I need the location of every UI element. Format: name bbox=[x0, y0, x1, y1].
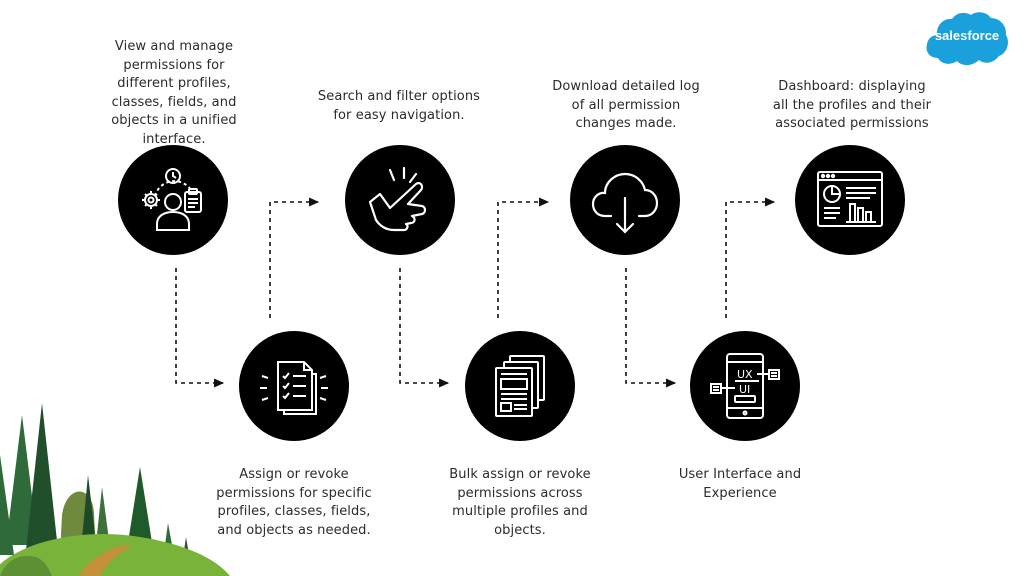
checklist-document-icon bbox=[260, 361, 328, 415]
connector-5-6 bbox=[625, 268, 677, 388]
step-3-circle bbox=[345, 145, 455, 255]
step-2-caption: Assign or revoke permissions for specifi… bbox=[216, 467, 372, 538]
connector-4-5 bbox=[497, 197, 550, 318]
step-4-circle bbox=[465, 331, 575, 441]
connector-3-4 bbox=[399, 268, 450, 388]
tablet-ux-label: UX bbox=[737, 368, 753, 381]
forest-landscape-illustration bbox=[0, 403, 230, 576]
step-1-caption: View and manage permissions for differen… bbox=[111, 39, 237, 147]
step-6-circle: UX UI bbox=[690, 331, 800, 441]
step-4-caption: Bulk assign or revoke permissions across… bbox=[449, 467, 591, 538]
touch-tap-icon bbox=[368, 166, 427, 232]
salesforce-logo: salesforce bbox=[924, 8, 1010, 70]
step-2-circle bbox=[239, 331, 349, 441]
step-6-caption: User Interface and Experience bbox=[678, 467, 802, 501]
connector-6-7 bbox=[725, 197, 776, 318]
stacked-documents-icon bbox=[495, 355, 545, 417]
profile-permissions-icon bbox=[142, 168, 202, 231]
cloud-download-icon bbox=[591, 172, 659, 234]
step-7-circle bbox=[795, 145, 905, 255]
connector-1-2 bbox=[175, 268, 225, 388]
step-1-circle bbox=[118, 145, 228, 255]
step-3-caption: Search and filter options for easy navig… bbox=[317, 89, 481, 123]
step-5-circle bbox=[570, 145, 680, 255]
ux-ui-tablet-icon: UX UI bbox=[710, 353, 780, 419]
salesforce-logo-text: salesforce bbox=[934, 28, 1000, 43]
salesforce-cloud-icon bbox=[926, 12, 1008, 66]
step-5-caption: Download detailed log of all permission … bbox=[552, 79, 700, 131]
connector-2-3 bbox=[269, 197, 320, 318]
tablet-ui-label: UI bbox=[739, 383, 750, 396]
step-7-caption: Dashboard: displaying all the profiles a… bbox=[772, 79, 932, 131]
dashboard-icon bbox=[817, 171, 883, 227]
